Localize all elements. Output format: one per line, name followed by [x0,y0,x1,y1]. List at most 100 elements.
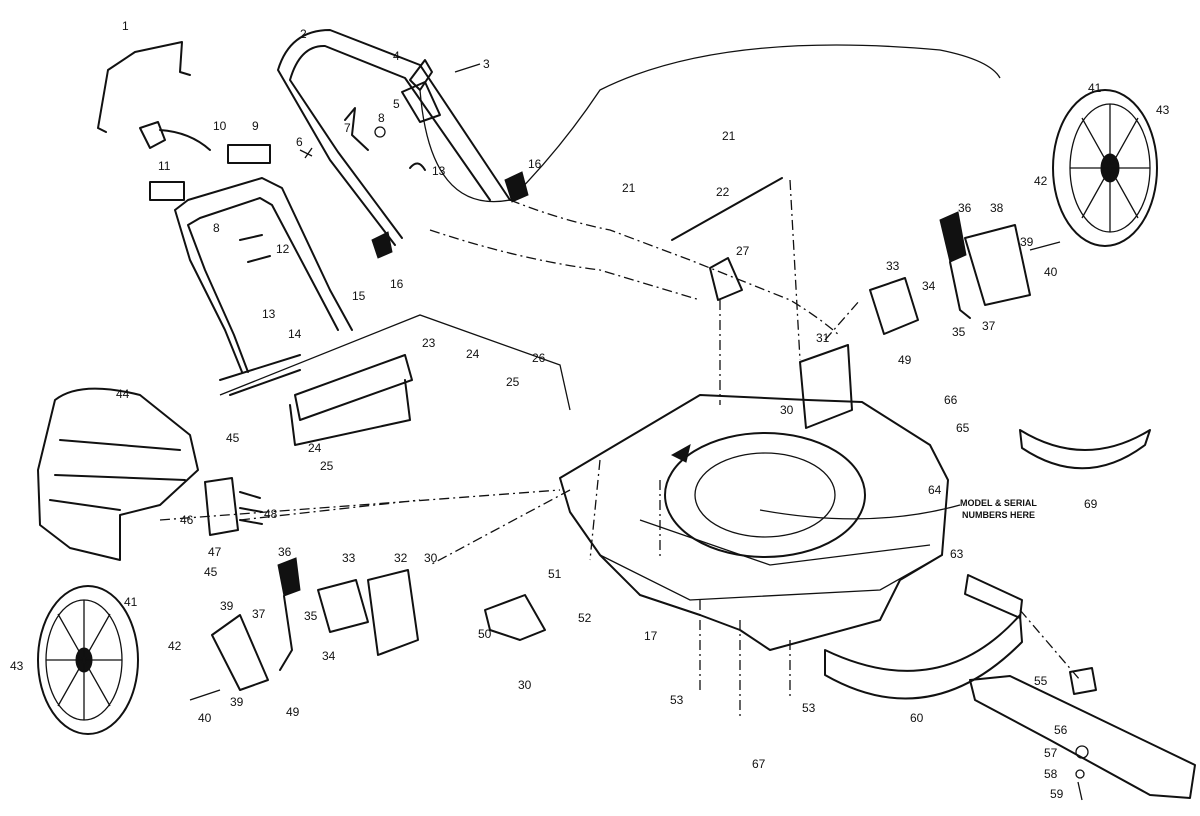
screw-6 [299,147,313,159]
label-57: 57 [1044,746,1058,760]
bolt-3 [454,63,481,73]
label-33b: 33 [342,551,356,565]
label-44: 44 [116,387,130,401]
label-43a: 43 [1156,103,1170,117]
label-35b: 35 [304,609,318,623]
wheel-41-rear-right [1052,89,1158,247]
blade-adapter-55 [1069,667,1097,695]
deck-brace-plate-50 [484,594,546,641]
label-26: 26 [532,351,546,365]
label-21a: 21 [722,129,736,143]
label-41a: 41 [1088,81,1102,95]
handle-bail [97,41,191,133]
label-40b: 40 [198,711,212,725]
label-10: 10 [213,119,227,133]
adjuster-gear-33a [317,579,369,633]
label-56: 56 [1054,723,1068,737]
label-39b: 39 [230,695,244,709]
chute-door-23 [289,354,413,446]
label-4: 4 [393,49,400,63]
label-14: 14 [288,327,302,341]
label-30b: 30 [424,551,438,565]
label-52: 52 [578,611,592,625]
label-24b: 24 [308,441,322,455]
label-49a: 49 [898,353,912,367]
washer-58 [1075,769,1085,779]
discharge-chute-44 [37,387,199,561]
decal-9 [227,144,271,164]
label-38: 38 [990,201,1004,215]
switch-10 [139,121,211,151]
label-9: 9 [252,119,259,133]
label-40a: 40 [1044,265,1058,279]
label-43b: 43 [10,659,24,673]
bolt-59 [1077,781,1083,801]
label-55: 55 [1034,674,1048,688]
control-cable [419,44,1001,203]
label-63: 63 [950,547,964,561]
clip-13a [409,162,426,171]
door-plate [219,314,571,411]
bracket-69 [1019,429,1151,470]
label-21b: 21 [622,181,636,195]
label-53b: 53 [802,701,816,715]
grip-16b [371,231,393,259]
label-58: 58 [1044,767,1058,781]
axle-bracket-38 [964,224,1031,306]
baffle-60 [824,614,1023,700]
label-45a: 45 [226,431,240,445]
axle-bracket-39 [211,614,269,691]
axle-bolt-40 [1029,241,1061,251]
label-34b: 34 [322,649,336,663]
clip-7 [344,107,369,151]
label-25a: 25 [506,375,520,389]
label-5: 5 [393,97,400,111]
deck-dome-inner [694,452,836,538]
label-48: 48 [264,507,278,521]
label-13a: 13 [432,164,446,178]
lever-arm-37 [949,261,971,319]
label-25b: 25 [320,459,334,473]
label-6: 6 [296,135,303,149]
label-36a: 36 [958,201,972,215]
mower-deck [559,394,949,651]
nut-8 [374,126,386,138]
label-32: 32 [394,551,408,565]
label-11: 11 [158,159,171,173]
label-42a: 42 [1034,174,1048,188]
note-line-2: NUMBERS HERE [962,510,1035,520]
label-16a: 16 [528,157,542,171]
label-42b: 42 [168,639,182,653]
chute-hinge-46 [204,477,263,536]
lower-handle [174,177,353,373]
model-serial-note: MODEL & SERIAL NUMBERS HERE [960,498,1037,520]
axle-bolt-40b [189,689,221,701]
knobs-12 [239,234,271,263]
label-7: 7 [344,121,351,135]
handle-bracket-14 [219,354,301,396]
label-34a: 34 [922,279,936,293]
lever-arm-37b [279,595,293,671]
adjuster-gear-33b [869,277,919,335]
grip-16a [504,171,529,203]
label-3: 3 [483,57,490,71]
label-8a: 8 [378,111,385,125]
label-49b: 49 [286,705,300,719]
note-line-1: MODEL & SERIAL [960,498,1037,508]
label-37b: 37 [252,607,266,621]
label-37a: 37 [982,319,996,333]
decal-11 [149,181,185,201]
label-36b: 36 [278,545,292,559]
label-17: 17 [644,629,658,643]
lever-36a [277,557,301,597]
label-35a: 35 [952,325,966,339]
label-60: 60 [910,711,924,725]
label-41b: 41 [124,595,138,609]
label-22: 22 [716,185,730,199]
adjuster-plate-32 [367,569,419,656]
label-30c: 30 [518,678,532,692]
label-24a: 24 [466,347,480,361]
label-pointer [759,504,961,520]
label-39c: 39 [220,599,234,613]
